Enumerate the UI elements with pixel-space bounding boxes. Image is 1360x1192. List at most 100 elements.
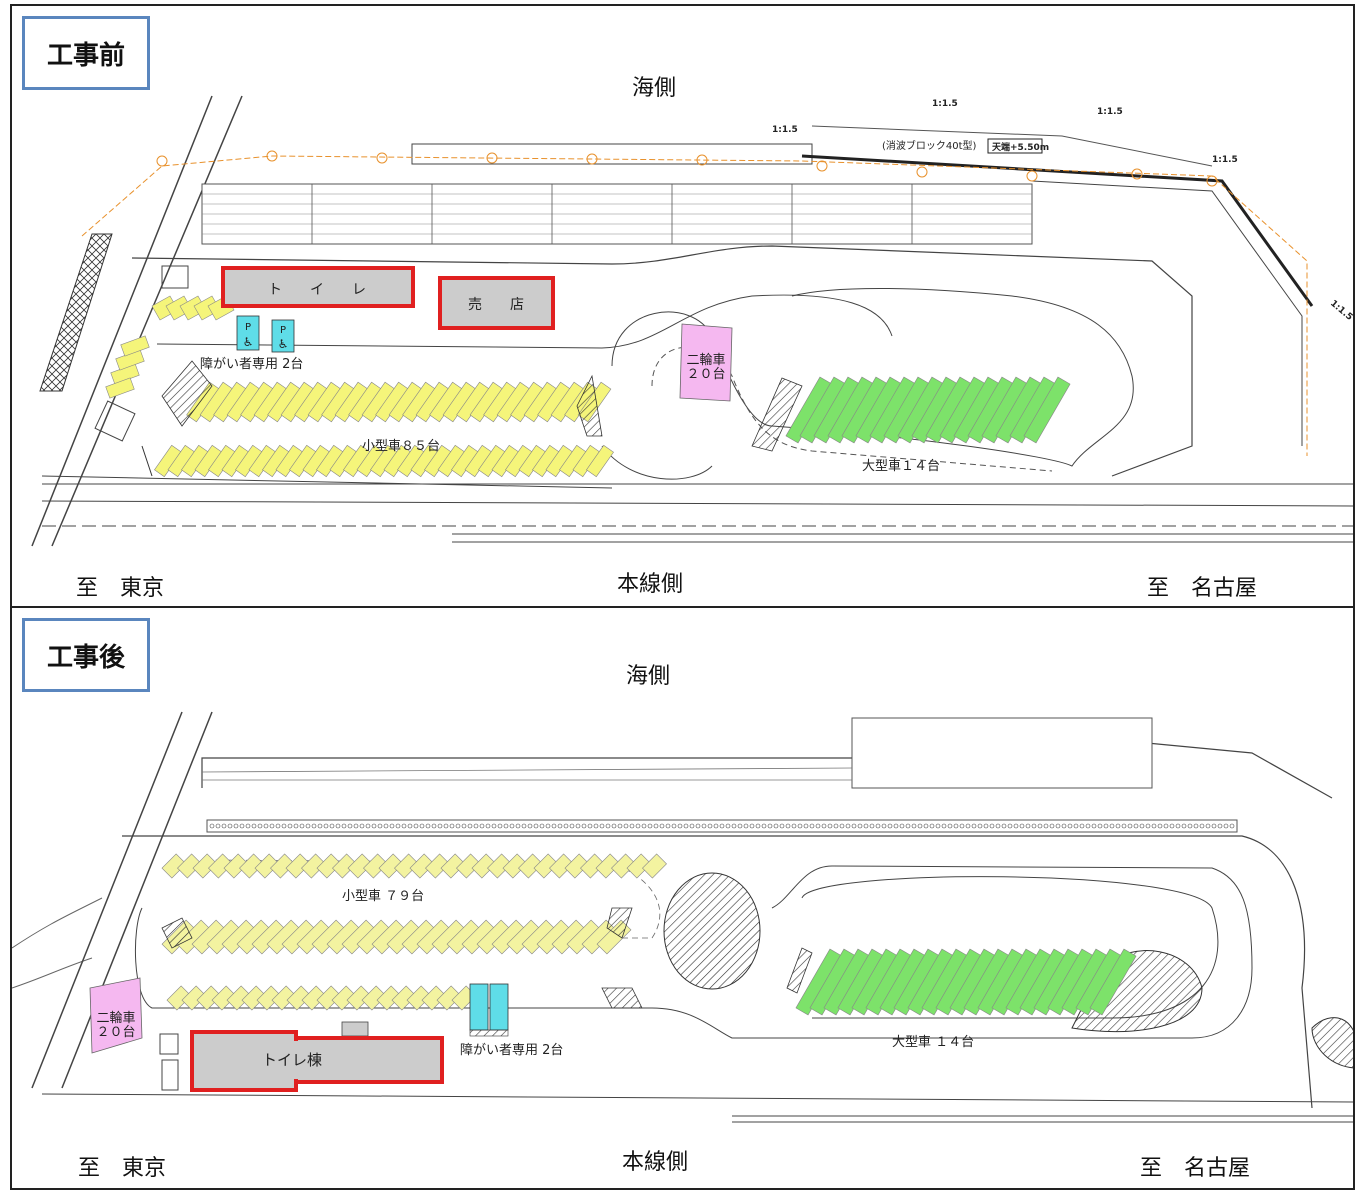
accessible-space-1: [236, 315, 260, 351]
bollard: [1169, 823, 1175, 829]
large-car-stall: [1023, 376, 1071, 444]
bollard: [533, 823, 539, 829]
bollard: [1211, 823, 1217, 829]
bollard: [875, 823, 881, 829]
bollard: [1193, 823, 1199, 829]
motorcycle-label-2: ２０台: [686, 367, 725, 382]
before-tag: 工事前: [22, 16, 150, 90]
small-car-row-lower: [154, 444, 614, 478]
small-car-stall: [223, 853, 249, 879]
bollard: [575, 823, 581, 829]
bollard: [1187, 823, 1193, 829]
bollard: [983, 823, 989, 829]
bollard: [209, 823, 215, 829]
small-car-stall: [208, 853, 233, 879]
bollard: [257, 823, 263, 829]
bollard: [305, 823, 311, 829]
bollard: [467, 823, 473, 829]
bollard: [869, 823, 875, 829]
svg-text:トイレ棟: トイレ棟: [262, 1051, 322, 1069]
small-car-stall: [316, 853, 342, 879]
small-car-stall: [177, 853, 202, 879]
small-car-stall: [436, 985, 462, 1011]
bollard: [539, 823, 545, 829]
motorcycle-parking: [679, 323, 733, 402]
large-car-stall: [1089, 948, 1137, 1016]
bollard: [221, 823, 227, 829]
bollard: [1073, 823, 1079, 829]
bollard: [1163, 823, 1169, 829]
large-car-stalls-after: [795, 948, 1137, 1016]
small-car-stall: [192, 853, 218, 879]
small-car-stall: [301, 985, 327, 1011]
bollard: [323, 823, 329, 829]
small-car-stall: [595, 853, 621, 879]
main-line-side-label-after: 本線側: [622, 1150, 689, 1175]
bollard: [497, 823, 503, 829]
bollard: [419, 823, 425, 829]
accessible-space-after-2: [489, 983, 509, 1031]
sea-side-label-after: 海側: [626, 664, 671, 689]
accessible-space-after-1: [469, 983, 489, 1031]
large-car-label-after: 大型車 １４台: [892, 1035, 974, 1050]
bollard: [485, 823, 491, 829]
bollard: [443, 823, 449, 829]
small-car-stall: [332, 853, 357, 879]
bollard: [377, 823, 383, 829]
bollard: [1199, 823, 1205, 829]
bollard: [953, 823, 959, 829]
bollard: [821, 823, 827, 829]
bollard: [959, 823, 965, 829]
bollard: [653, 823, 659, 829]
bollard: [1037, 823, 1043, 829]
bollard: [413, 823, 419, 829]
bollard: [365, 823, 371, 829]
bollard: [353, 823, 359, 829]
small-car-stall: [406, 985, 432, 1011]
bollard: [263, 823, 269, 829]
bollard: [473, 823, 479, 829]
accessible-space-2: [271, 319, 295, 353]
bollard: [683, 823, 689, 829]
bollard: [341, 823, 347, 829]
small-car-stall: [391, 985, 417, 1011]
bollard: [269, 823, 275, 829]
bollard: [1217, 823, 1223, 829]
bollard: [1205, 823, 1211, 829]
svg-text:1:1.5: 1:1.5: [772, 125, 798, 135]
bollard: [407, 823, 413, 829]
bollard: [797, 823, 803, 829]
bollard: [1139, 823, 1145, 829]
svg-text:♿: ♿: [278, 337, 289, 351]
bollard: [689, 823, 695, 829]
bollard: [629, 823, 635, 829]
bollard: [1133, 823, 1139, 829]
small-car-stall: [347, 853, 373, 879]
bollard: [965, 823, 971, 829]
bollard: [761, 823, 767, 829]
small-car-row-2: [161, 919, 632, 955]
bollard: [929, 823, 935, 829]
small-car-row-upper: [186, 381, 612, 423]
bollard: [521, 823, 527, 829]
large-car-label: 大型車１４台: [862, 459, 940, 474]
bollard: [749, 823, 755, 829]
small-car-stall: [533, 853, 559, 879]
bollard: [665, 823, 671, 829]
bollard: [791, 823, 797, 829]
small-car-label: 小型車８５台: [362, 439, 440, 454]
svg-text:1:1.5: 1:1.5: [932, 99, 958, 109]
small-car-stall: [346, 985, 372, 1011]
bollard: [833, 823, 839, 829]
bollard: [425, 823, 431, 829]
small-car-stall: [378, 853, 404, 879]
bollard: [1007, 823, 1013, 829]
bollard: [593, 823, 599, 829]
bollard: [1079, 823, 1085, 829]
bollard: [611, 823, 617, 829]
bollard: [1229, 823, 1235, 829]
bollard: [1223, 823, 1229, 829]
bollard: [281, 823, 287, 829]
bollard: [881, 823, 887, 829]
small-car-stall: [271, 985, 297, 1011]
